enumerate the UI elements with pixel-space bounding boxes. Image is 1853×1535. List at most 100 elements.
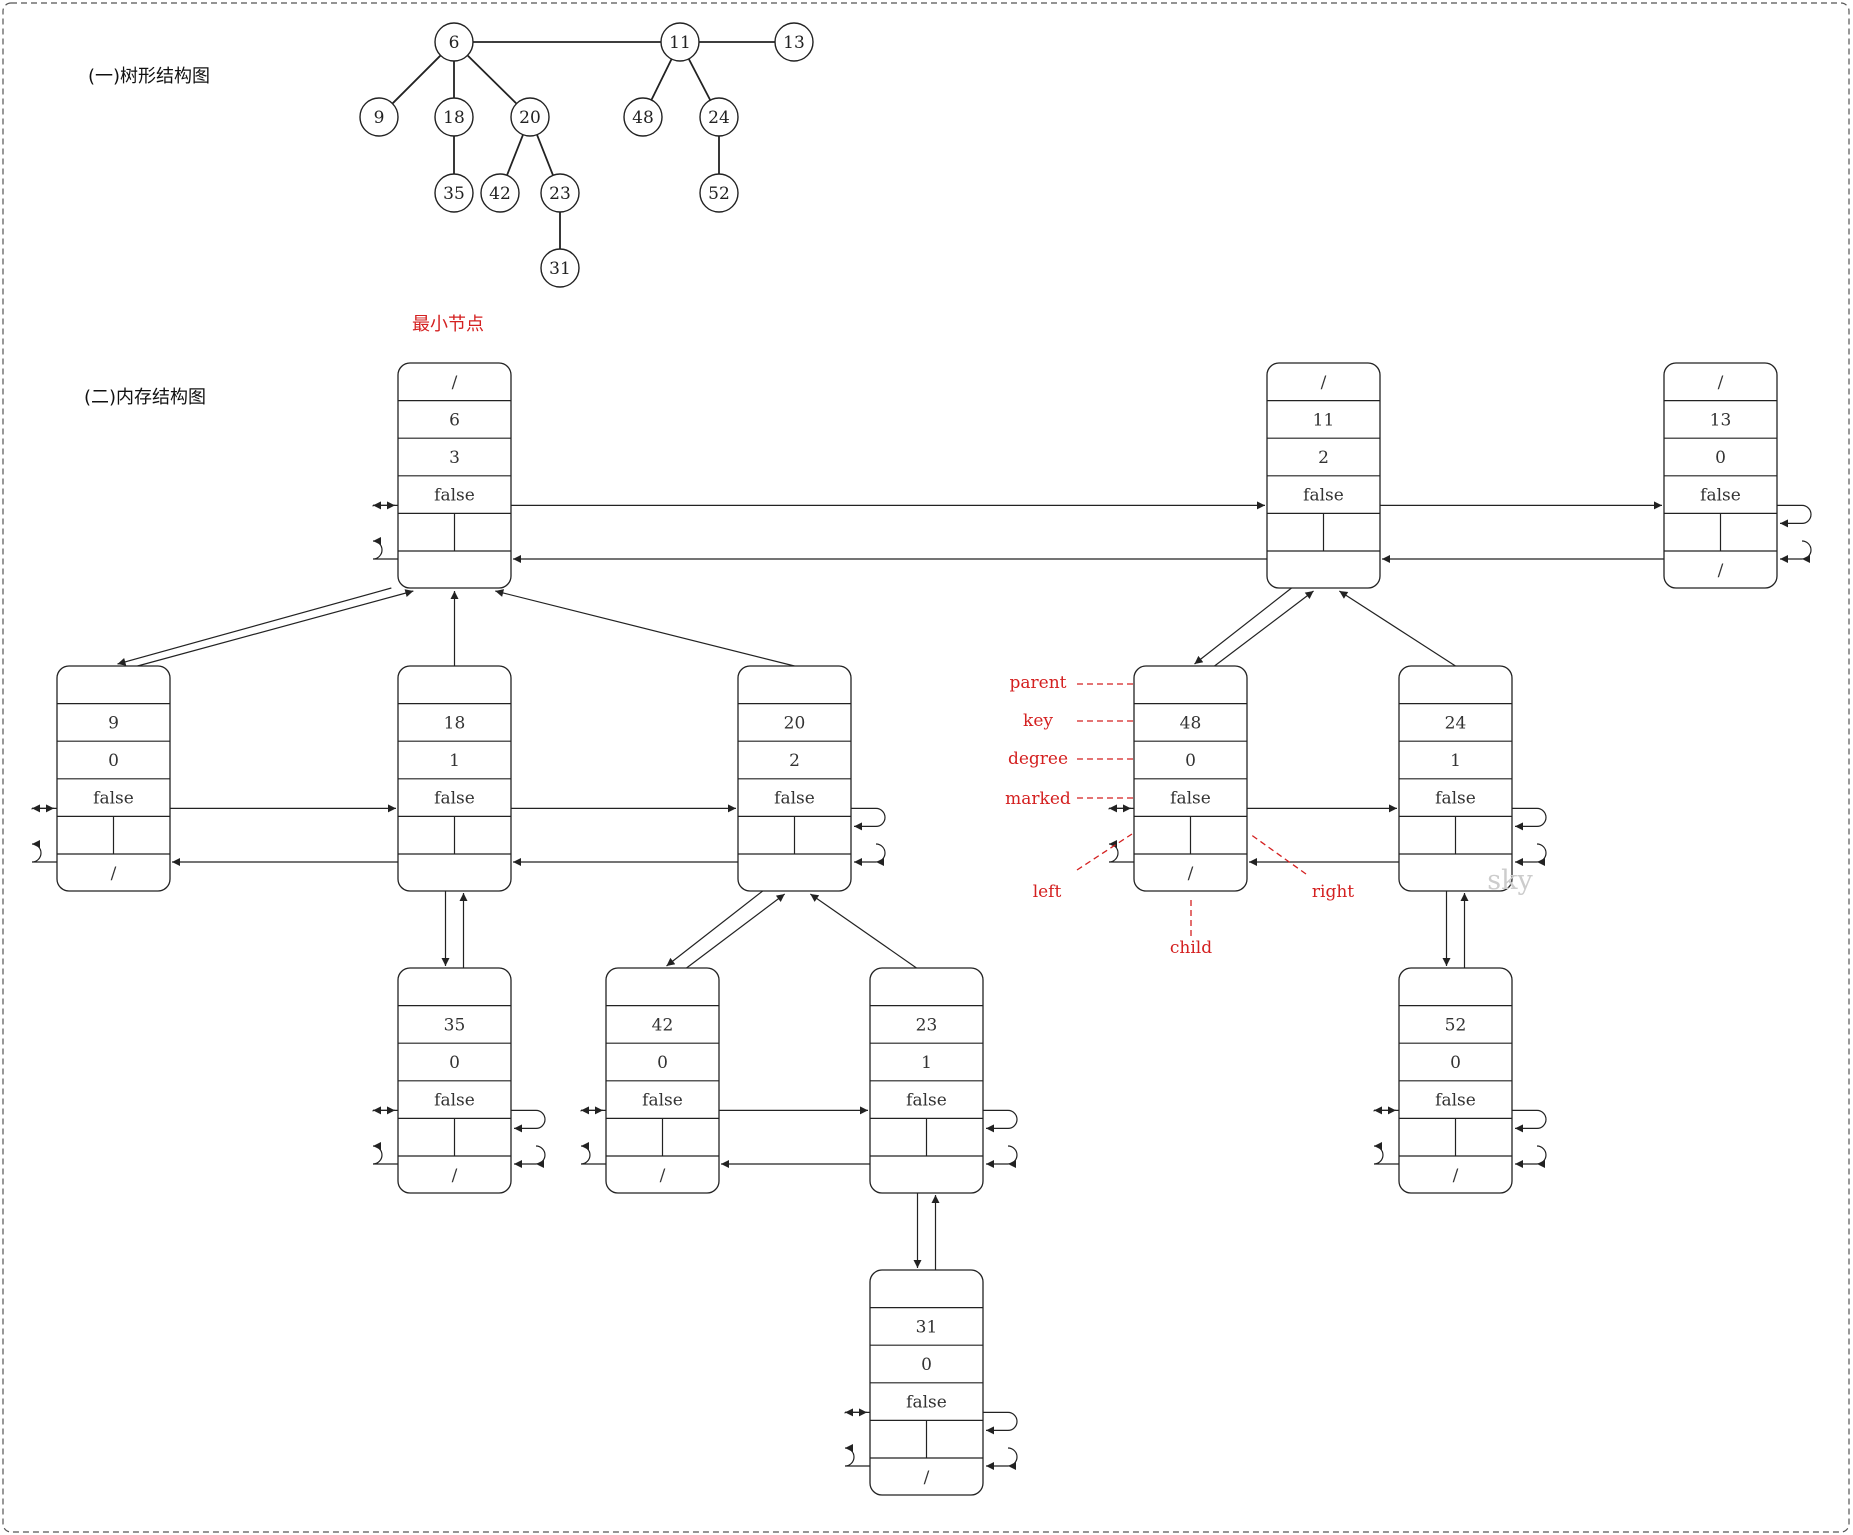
field-child: /: [452, 1166, 458, 1186]
tree-node-18: 18: [434, 97, 474, 137]
tree-edge-20-23: [536, 134, 554, 176]
wrap-left-arc-35: [535, 1145, 546, 1168]
wrap-right-in-31: [983, 1411, 1018, 1435]
field-key: 23: [916, 1015, 938, 1035]
parent-link-9-6: [137, 589, 414, 667]
tree-node-circle: [699, 173, 739, 213]
wrap-left-arc-52: [1536, 1145, 1547, 1168]
annotation-marked: marked: [1005, 789, 1071, 809]
field-marked: false: [774, 789, 815, 809]
wrap-right-out-9: [31, 808, 54, 809]
field-child: /: [1453, 1166, 1459, 1186]
field-child: /: [924, 1468, 930, 1488]
tree-node-key: 13: [783, 33, 805, 53]
tree-node-23: 23: [540, 173, 580, 213]
tree-edge-6-9: [391, 54, 442, 105]
memory-nodes: /63false/112false/130false/90false/181fa…: [56, 362, 1778, 1496]
parent-link-23-20: [809, 893, 917, 969]
annotation-left: left: [1033, 882, 1062, 902]
tree-node-key: 48: [632, 108, 654, 128]
field-key: 24: [1445, 713, 1467, 733]
wrap-right-in-52: [1512, 1109, 1547, 1133]
tree-node-6: 6: [434, 22, 474, 62]
tree-edge-6-20: [466, 54, 518, 105]
wrap-left-arc-24: [1536, 843, 1547, 866]
wrap-right-in-20: [851, 807, 886, 831]
child-link-6-9: [117, 587, 392, 666]
wrap-right-out-52: [1373, 1110, 1396, 1111]
annotation-key: key: [1023, 711, 1053, 731]
wrap-right-in-23: [983, 1109, 1018, 1133]
annotation-child: child: [1170, 938, 1212, 958]
tree-node-20: 20: [510, 97, 550, 137]
tree-node-key: 9: [374, 108, 385, 128]
field-child: /: [1718, 561, 1724, 581]
tree-node-key: 6: [449, 33, 460, 53]
pointer-links: [31, 505, 1812, 1470]
field-degree: 2: [1318, 448, 1329, 468]
tree-node-key: 31: [549, 259, 571, 279]
tree-node-circle: [359, 97, 399, 137]
field-parent: /: [1718, 373, 1724, 393]
field-degree: 2: [789, 751, 800, 771]
tree-node-31: 31: [540, 248, 580, 288]
wrap-right-in-35: [511, 1109, 546, 1133]
tree-node-key: 52: [708, 184, 730, 204]
tree-node-42: 42: [480, 173, 520, 213]
field-marked: false: [1303, 486, 1344, 506]
tree-node-circle: [660, 22, 700, 62]
field-key: 11: [1313, 410, 1335, 430]
wrap-right-out-6: [372, 505, 395, 506]
tree-node-circle: [774, 22, 814, 62]
field-marked: false: [906, 1393, 947, 1413]
field-marked: false: [642, 1091, 683, 1111]
field-marked: false: [1435, 789, 1476, 809]
field-key: 6: [449, 410, 460, 430]
wrap-left-out-52: [1373, 1142, 1399, 1165]
annotation-leaders: [1076, 683, 1307, 938]
field-child: /: [1188, 864, 1194, 884]
field-child: /: [660, 1166, 666, 1186]
tree-node-circle: [434, 22, 474, 62]
wrap-left-arc-31: [1007, 1447, 1018, 1470]
wrap-left-out-6: [372, 537, 398, 560]
tree-node-9: 9: [359, 97, 399, 137]
field-degree: 0: [108, 751, 119, 771]
field-parent: /: [452, 373, 458, 393]
field-parent: /: [1321, 373, 1327, 393]
parent-link-42-20: [686, 893, 786, 969]
wrap-left-arc-13: [1801, 540, 1812, 563]
parent-link-24-11: [1339, 590, 1456, 667]
tree-node-key: 42: [489, 184, 511, 204]
field-key: 31: [916, 1317, 938, 1337]
field-degree: 0: [1185, 751, 1196, 771]
tree-node-circle: [699, 97, 739, 137]
wrap-left-out-42: [580, 1142, 606, 1165]
wrap-left-arc-20: [875, 843, 886, 866]
field-annotations: parent key degree marked left right chil…: [1005, 673, 1354, 958]
tree-node-24: 24: [699, 97, 739, 137]
tree-node-48: 48: [623, 97, 663, 137]
field-key: 9: [108, 713, 119, 733]
tree-node-key: 35: [443, 184, 465, 204]
memory-section-title: (二)内存结构图: [84, 387, 206, 408]
memory-node-11: / 11 2 false: [1266, 362, 1381, 589]
field-child: /: [111, 864, 117, 884]
tree-node-circle: [434, 97, 474, 137]
tree-node-key: 24: [708, 108, 730, 128]
wrap-right-out-35: [372, 1110, 395, 1111]
field-degree: 0: [449, 1053, 460, 1073]
field-degree: 1: [449, 751, 460, 771]
wrap-left-arc-23: [1007, 1145, 1018, 1168]
tree-edge-11-24: [687, 58, 712, 101]
tree-edge-20-42: [506, 134, 524, 176]
